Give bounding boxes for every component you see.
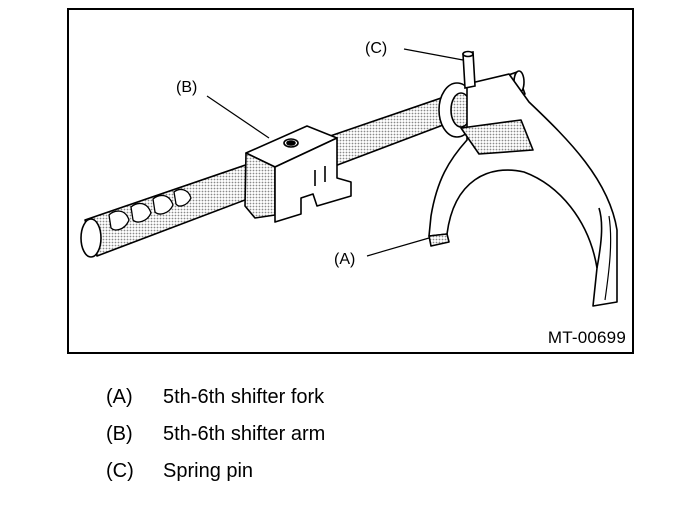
callout-label-c: (C) xyxy=(365,40,387,57)
shifter-arm xyxy=(244,125,352,223)
legend-description: 5th-6th shifter fork xyxy=(163,386,325,408)
leader-lines xyxy=(206,48,464,257)
legend-description: Spring pin xyxy=(163,460,254,482)
legend-key: (C) xyxy=(106,460,134,482)
callout-label-b: (B) xyxy=(176,79,197,96)
legend-key: (B) xyxy=(106,423,133,445)
legend: (A) 5th-6th shifter fork (B) 5th-6th shi… xyxy=(106,383,506,494)
rod-detent-grooves xyxy=(108,188,192,231)
legend-description: 5th-6th shifter arm xyxy=(163,423,326,445)
legend-item: (C) Spring pin xyxy=(106,457,506,494)
callout-label-a: (A) xyxy=(334,251,355,268)
legend-key: (A) xyxy=(106,386,133,408)
shifter-assembly-illustration: (A) (B) (C) xyxy=(80,40,618,307)
leader-line-c xyxy=(403,48,464,61)
leader-line-a xyxy=(366,237,430,257)
diagram-frame: (A) (B) (C) MT-00699 xyxy=(67,8,634,354)
legend-item: (B) 5th-6th shifter arm xyxy=(106,420,506,457)
legend-item: (A) 5th-6th shifter fork xyxy=(106,383,506,420)
shifter-fork xyxy=(428,73,618,307)
spring-pin xyxy=(462,50,476,89)
figure-id-label: MT-00699 xyxy=(547,328,626,347)
leader-line-b xyxy=(206,95,270,139)
